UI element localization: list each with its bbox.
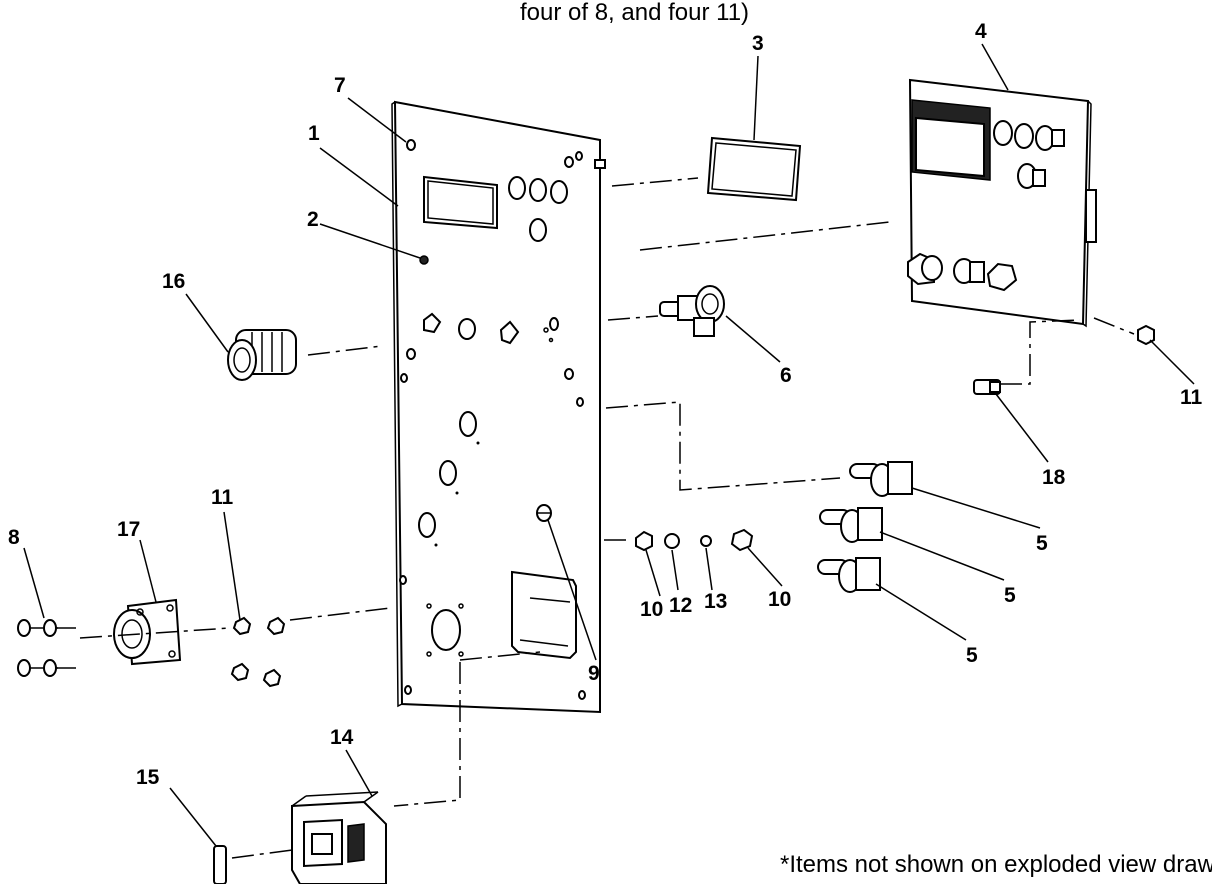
nut-right	[1137, 324, 1155, 346]
callout-3: 3	[752, 32, 764, 55]
leader-lines	[23, 43, 1195, 847]
hardware-stack	[635, 528, 754, 552]
fuse	[213, 845, 227, 884]
footer-note: *Items not shown on exploded view drawin…	[780, 851, 1212, 878]
control-knob	[227, 329, 297, 381]
callout-5a: 5	[1036, 532, 1048, 555]
toggle-switch	[849, 461, 913, 497]
power-entry-module	[291, 791, 387, 884]
callout-7: 7	[334, 74, 346, 97]
callout-5c: 5	[966, 644, 978, 667]
screw	[17, 619, 76, 637]
standoff	[973, 379, 1001, 395]
callout-14: 14	[330, 726, 354, 749]
assembly-lines	[79, 177, 1135, 859]
toggle-switch	[817, 557, 881, 593]
callout-13: 13	[704, 590, 727, 613]
callout-16: 16	[162, 270, 185, 293]
callout-4: 4	[975, 20, 987, 43]
callout-6: 6	[780, 364, 792, 387]
callout-11b: 11	[1180, 386, 1203, 409]
nut-group	[230, 616, 286, 688]
pc-board	[907, 78, 1097, 328]
callout-1: 1	[308, 122, 320, 145]
callout-8: 8	[8, 526, 20, 549]
potentiometer	[659, 285, 725, 337]
header-note: four of 8, and four 11)	[520, 0, 749, 26]
callout-12: 12	[669, 594, 692, 617]
callout-10b: 10	[768, 588, 791, 611]
callouts: 1 2 3 4 5 5 5 6 7 8 9 10 10 11 11 12 13 …	[8, 20, 1203, 789]
callout-17: 17	[117, 518, 140, 541]
callout-5b: 5	[1004, 584, 1016, 607]
front-panel	[391, 100, 606, 714]
callout-15: 15	[136, 766, 160, 789]
callout-10a: 10	[640, 598, 663, 621]
screw	[17, 659, 76, 677]
callout-18: 18	[1042, 466, 1066, 489]
callout-9: 9	[588, 662, 600, 685]
callout-2: 2	[307, 208, 319, 231]
callout-11a: 11	[211, 486, 234, 509]
display-lens	[706, 136, 802, 202]
toggle-switch	[819, 507, 883, 543]
